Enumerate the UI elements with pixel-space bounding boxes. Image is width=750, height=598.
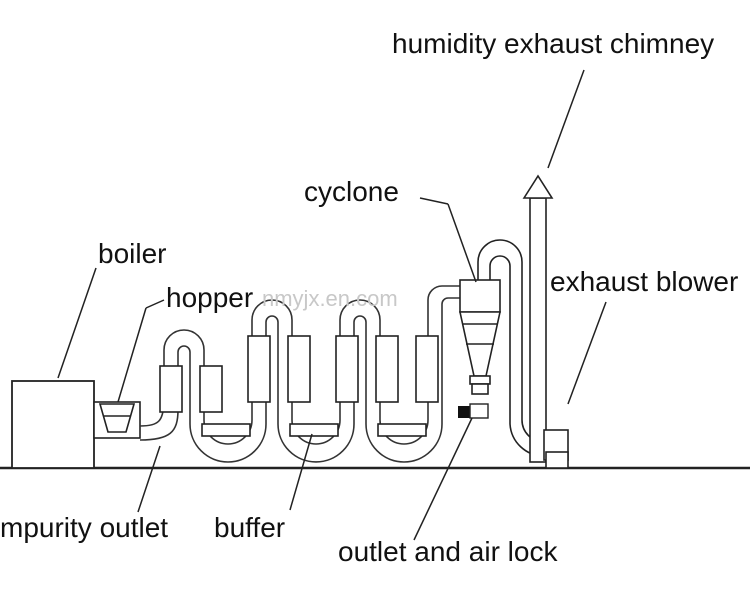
air-lock-body bbox=[469, 403, 489, 419]
label-exhaust-blower: exhaust blower bbox=[550, 266, 739, 297]
hopper bbox=[93, 401, 141, 439]
label-buffer: buffer bbox=[214, 512, 286, 543]
label-humidity-exhaust-chimney: humidity exhaust chimney bbox=[392, 28, 715, 59]
exhaust-blower bbox=[543, 429, 569, 469]
label-hopper: hopper bbox=[166, 282, 254, 313]
label-cyclone: cyclone bbox=[304, 176, 399, 207]
cyclone-outlet-duct bbox=[477, 239, 545, 457]
label-impurity-outlet: mpurity outlet bbox=[0, 512, 169, 543]
duct-pipe bbox=[139, 285, 466, 463]
label-boiler: boiler bbox=[98, 238, 167, 269]
chimney bbox=[522, 174, 554, 463]
air-lock bbox=[458, 406, 472, 418]
cyclone bbox=[459, 279, 501, 395]
boiler bbox=[11, 380, 95, 469]
buffer-sleeves bbox=[159, 335, 439, 437]
leader-lines bbox=[57, 69, 607, 541]
watermark: nmyjx.en.com bbox=[262, 286, 398, 311]
label-outlet-and-air-lock: outlet and air lock bbox=[338, 536, 558, 567]
